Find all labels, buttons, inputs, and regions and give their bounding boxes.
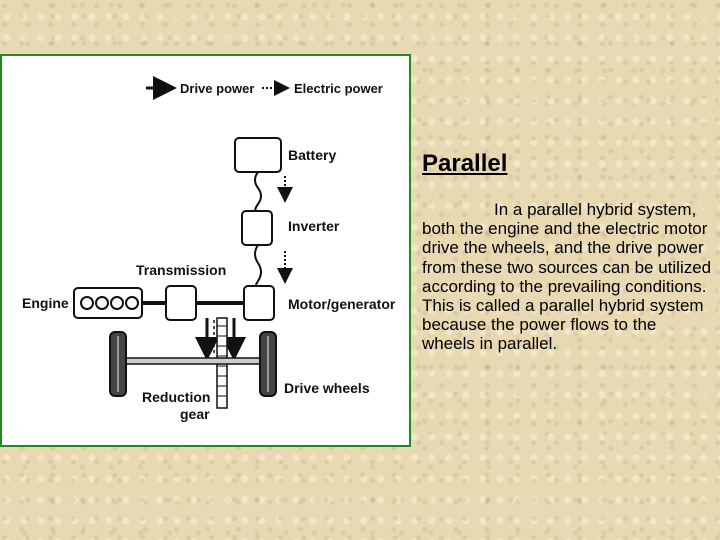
inverter-label: Inverter [288,218,340,234]
engine-cylinder [110,296,124,310]
engine-label: Engine [22,295,69,311]
reduction-gear-label-line1: Reduction [142,389,210,405]
transmission-label: Transmission [136,262,226,278]
engine-cylinder [95,296,109,310]
drive-wheels-label: Drive wheels [284,380,370,396]
engine-cylinder [80,296,94,310]
battery-box [234,137,282,173]
description-paragraph: In a parallel hybrid system, both the en… [422,200,712,354]
axle [123,357,263,365]
page-title: Parallel [422,150,508,177]
description-column: Parallel In a parallel hybrid system, bo… [422,150,712,354]
inverter-box [241,210,273,246]
transmission-box [165,285,197,321]
motor-generator-box [243,285,275,321]
battery-label: Battery [288,147,336,163]
legend: Drive power Electric power [146,76,383,100]
legend-drive-label: Drive power [180,81,254,96]
hybrid-diagram: Drive power Electric power Battery Inver… [0,54,411,447]
diagram-svg: Drive power Electric power Battery Inver… [22,76,396,422]
reduction-gear-label-line2: gear [180,406,210,422]
motor-generator-label: Motor/generator [288,296,396,312]
legend-electric-label: Electric power [294,81,383,96]
engine-cylinder [125,296,139,310]
